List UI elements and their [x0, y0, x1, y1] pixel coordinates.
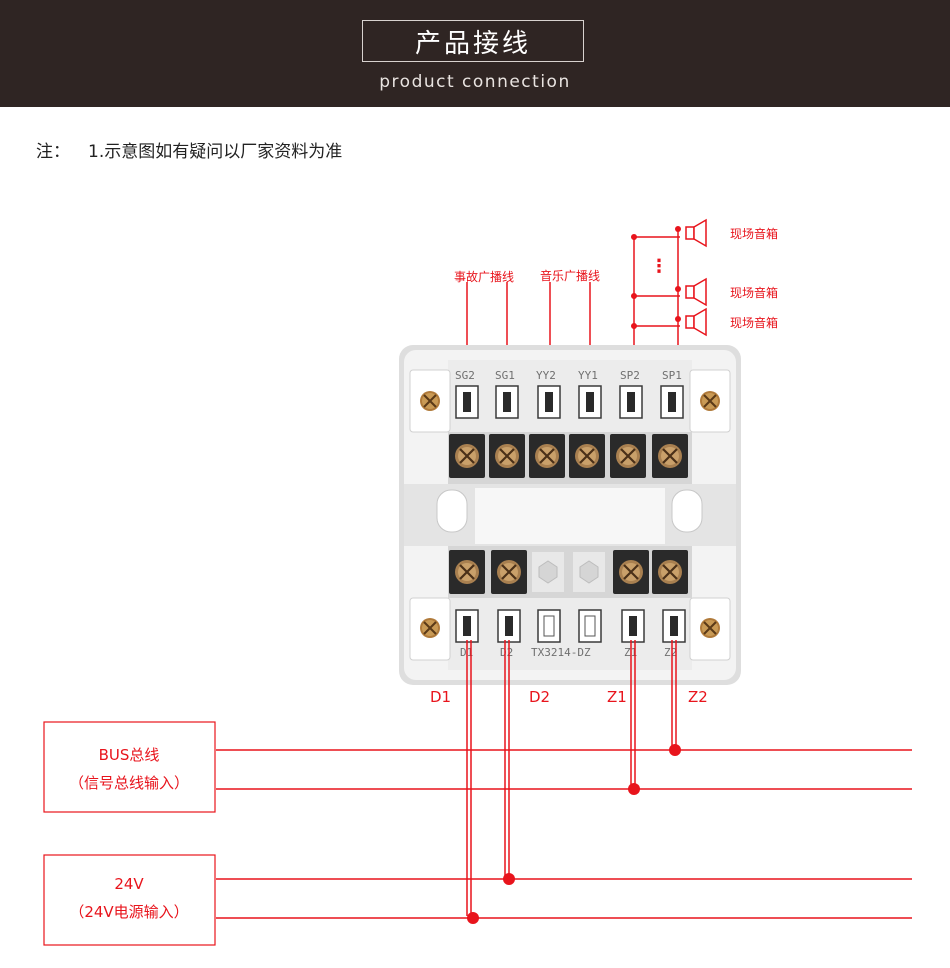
speaker-label: 现场音箱 [730, 285, 778, 300]
speaker-ellipsis: ⋮ [650, 256, 668, 277]
terminal-label-d2: D2 [500, 646, 513, 659]
terminal-label-sp1: SP1 [662, 369, 682, 382]
wire-label-d1: D1 [430, 688, 451, 706]
speaker-label: 现场音箱 [730, 315, 778, 330]
terminal-label-yy1: YY1 [578, 369, 598, 382]
wire-label-d2: D2 [529, 688, 550, 706]
power-input-title: 24V [114, 875, 144, 893]
note-prefix: 注： [36, 142, 70, 162]
header-banner: 产品接线 product connection [0, 0, 950, 107]
speaker-icon [685, 219, 707, 247]
power-input-subtitle: （24V电源输入） [69, 903, 188, 921]
speaker-label: 现场音箱 [730, 226, 778, 241]
bottom-wires [216, 640, 912, 919]
terminal-label-sg2: SG2 [455, 369, 475, 382]
terminal-module [399, 345, 741, 685]
speaker-icon [685, 278, 707, 306]
note-text: 1.示意图如有疑问以厂家资料为准 [88, 142, 343, 162]
wire-label-z1: Z1 [607, 688, 627, 706]
music-broadcast-label: 音乐广播线 [540, 268, 600, 283]
note: 注： 1.示意图如有疑问以厂家资料为准 [36, 137, 342, 162]
terminal-label-z2: Z2 [664, 646, 677, 659]
wire-label-z2: Z2 [688, 688, 708, 706]
terminal-label-sp2: SP2 [620, 369, 640, 382]
top-wire-joints [631, 226, 681, 329]
bus-input-subtitle: （信号总线输入） [69, 774, 189, 792]
terminal-label-sg1: SG1 [495, 369, 515, 382]
power-input-box: 24V （24V电源输入） [43, 854, 216, 946]
page-title: 产品接线 [362, 20, 584, 62]
top-wires [466, 229, 680, 362]
bus-joints [467, 744, 681, 924]
emergency-broadcast-label: 事故广播线 [454, 269, 514, 284]
bus-input-box: BUS总线 （信号总线输入） [43, 721, 216, 813]
terminal-label-yy2: YY2 [536, 369, 556, 382]
bus-input-title: BUS总线 [99, 746, 160, 764]
model-number: TX3214-DZ [531, 646, 591, 659]
speaker-icon [685, 308, 707, 336]
page-subtitle: product connection [379, 72, 571, 92]
